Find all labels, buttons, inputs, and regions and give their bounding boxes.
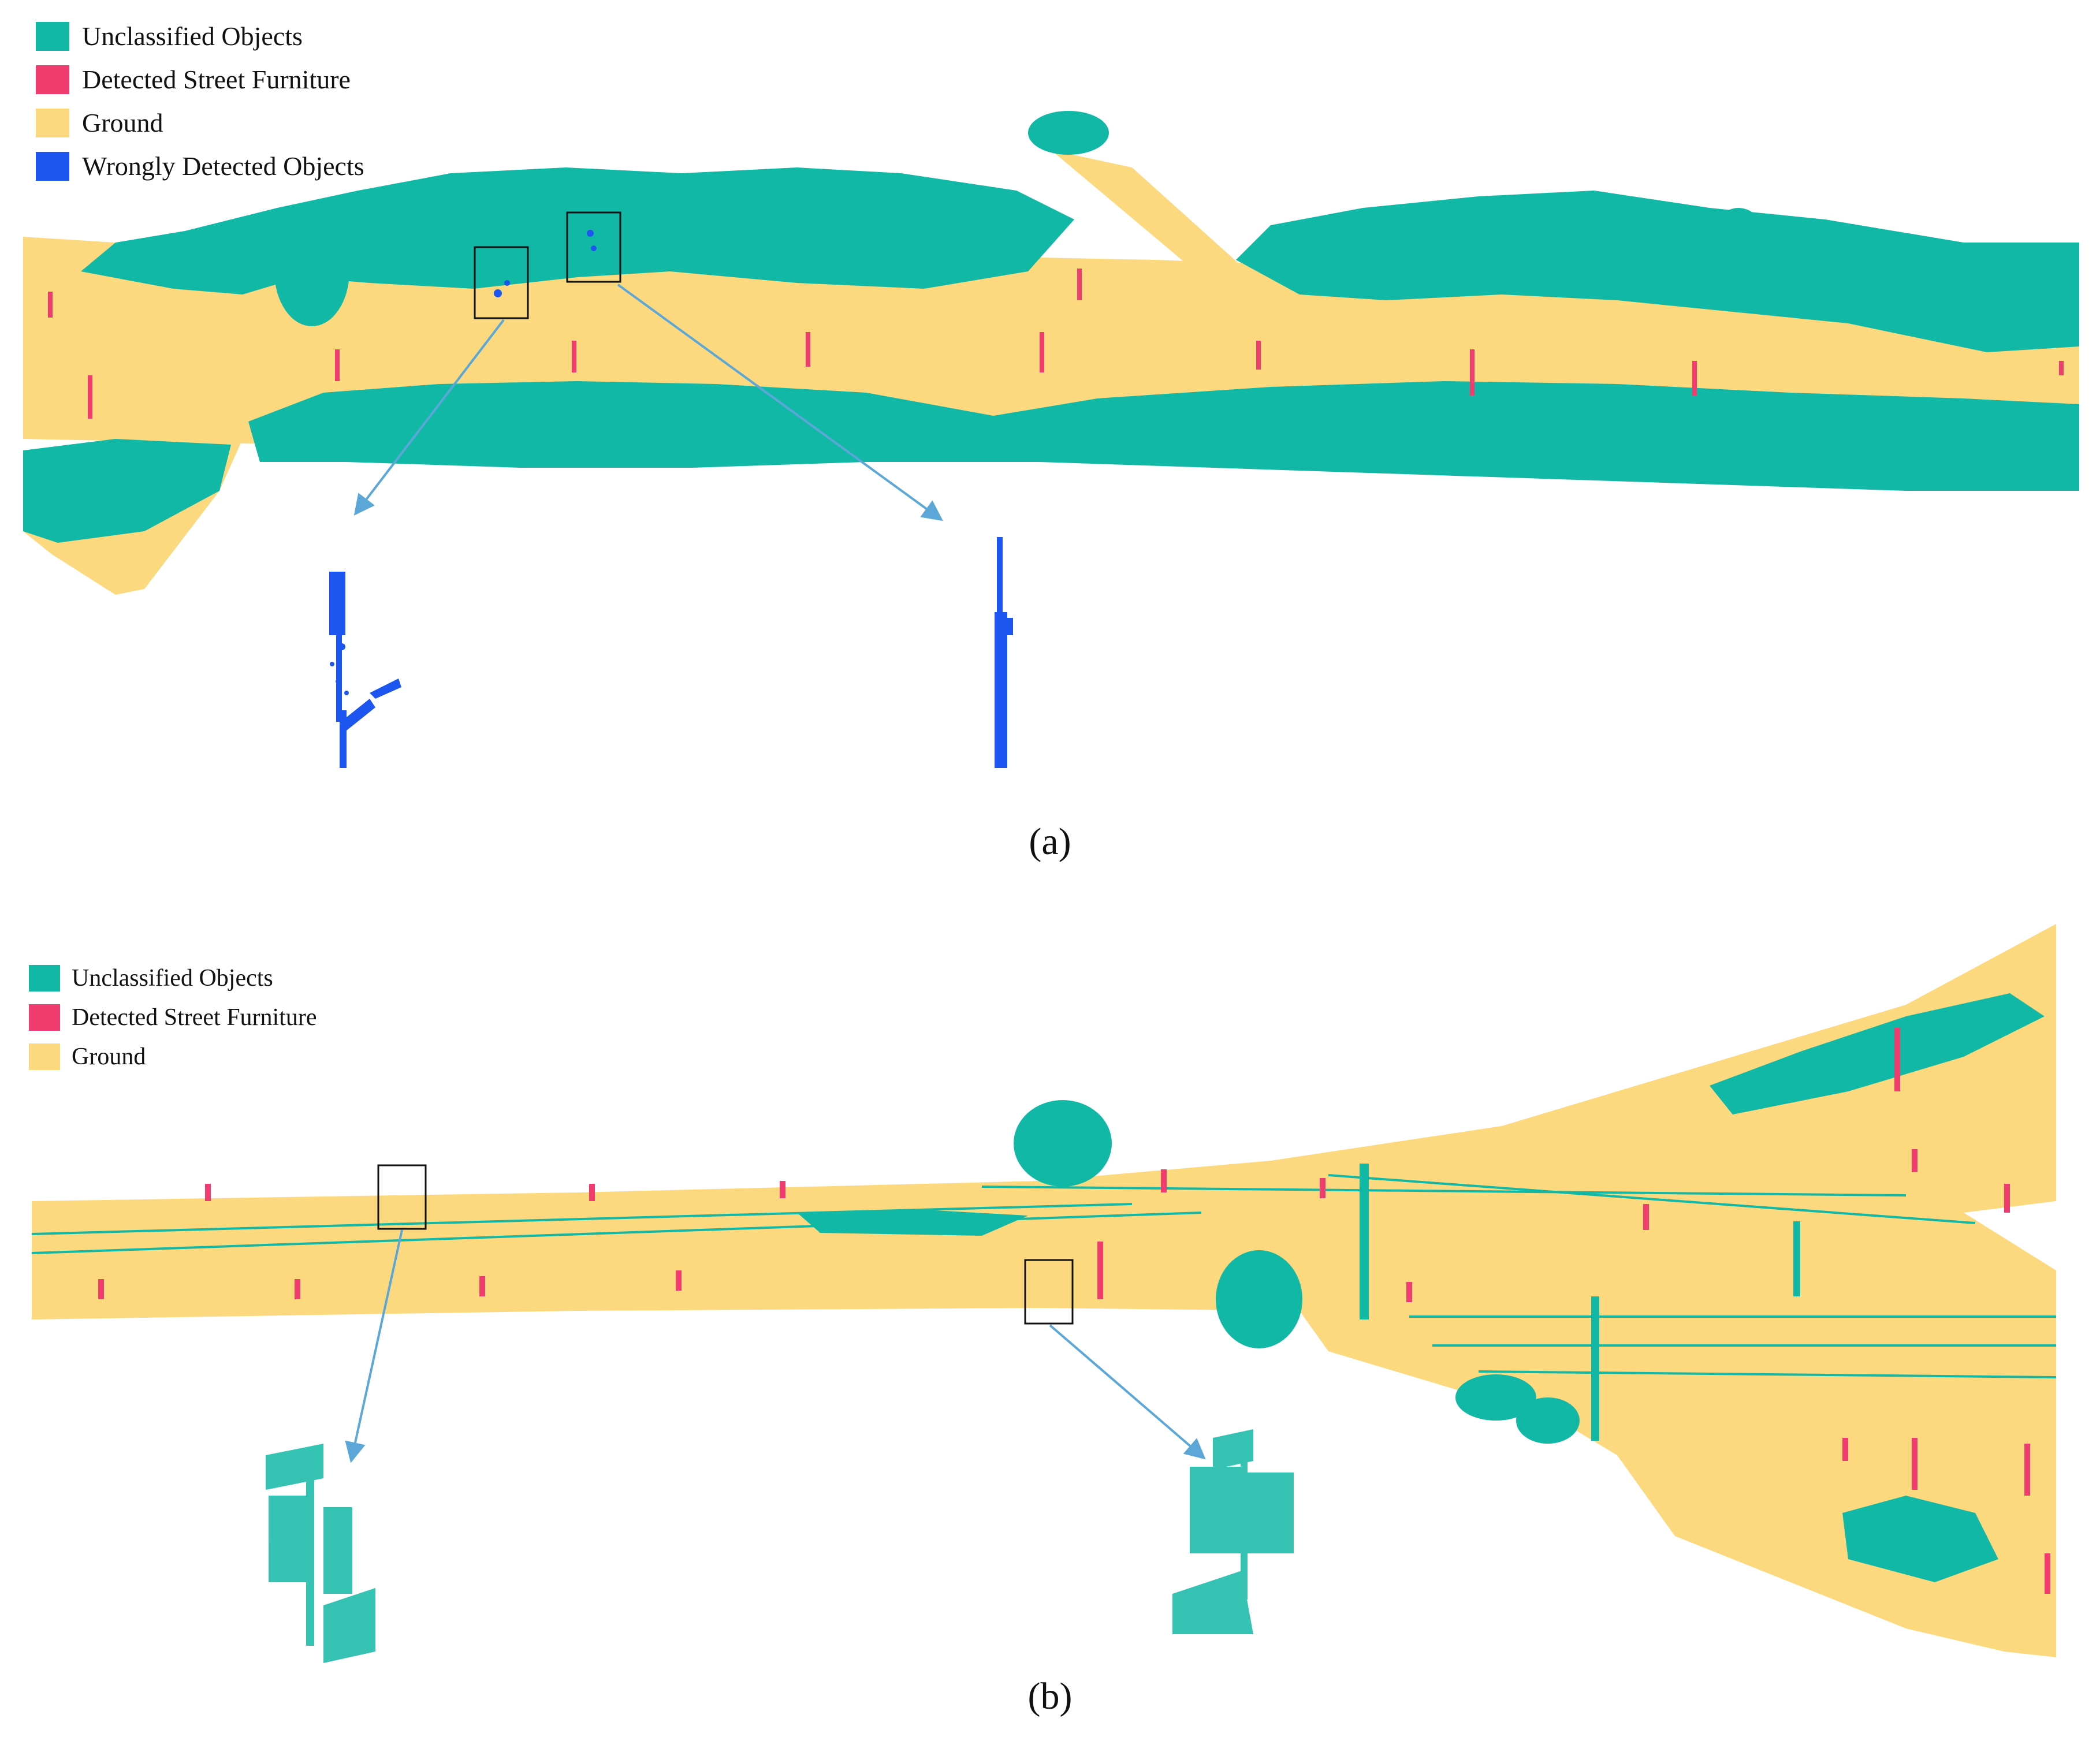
panel-b-arrow-1 — [345, 1229, 403, 1463]
panel-a-lower-vegetation — [23, 381, 2079, 543]
panel-b-zoom-object-2 — [1172, 1429, 1294, 1634]
panel-b-scene — [31, 924, 2057, 1663]
panel-a-ground-side-road — [1051, 150, 1248, 271]
panel-b-highlight-box-2 — [1024, 1259, 1074, 1325]
panel-b-towers — [1360, 1164, 1800, 1441]
legend-item: Unclassified Objects — [36, 14, 364, 58]
panel-a-arrow-1 — [353, 319, 505, 516]
panel-a-wrong-detections — [494, 230, 597, 297]
legend-label: Unclassified Objects — [72, 965, 273, 991]
legend-label: Ground — [82, 108, 163, 137]
panel-b-arrow-2 — [1049, 1324, 1206, 1460]
panel-b-zoom-object-1 — [266, 1444, 375, 1663]
legend-item: Unclassified Objects — [29, 959, 317, 998]
panel-a-highlight-box-2 — [566, 211, 621, 283]
legend-label: Wrongly Detected Objects — [82, 151, 364, 181]
legend-item: Detected Street Furniture — [29, 998, 317, 1037]
panel-b-legend: Unclassified Objects Detected Street Fur… — [29, 959, 317, 1076]
legend-swatch-ground — [29, 1043, 60, 1070]
legend-swatch-ground — [36, 108, 69, 137]
legend-item: Ground — [29, 1037, 317, 1076]
legend-item: Wrongly Detected Objects — [36, 144, 364, 188]
panel-a-scene — [23, 111, 2079, 768]
panel-a-highlight-box-1 — [474, 246, 529, 319]
legend-swatch-street-furniture — [36, 65, 69, 94]
panel-b-ground-fan — [1271, 924, 2056, 1657]
panel-a-caption: (a) — [1029, 821, 1071, 863]
panel-a-zoom-object-2 — [995, 537, 1013, 768]
panel-b-wires — [31, 1174, 2057, 1378]
legend-swatch-unclassified — [36, 21, 69, 51]
panel-a-arrow-2 — [617, 284, 943, 521]
legend-label: Ground — [72, 1043, 146, 1070]
panel-b-highlight-box-1 — [377, 1164, 427, 1230]
legend-label: Detected Street Furniture — [72, 1004, 317, 1031]
panel-a-street-furniture — [48, 269, 2064, 419]
panel-b-street-furniture — [98, 1028, 2050, 1594]
panel-b-caption: (b) — [1027, 1675, 1073, 1717]
panel-b-vegetation — [797, 993, 2045, 1582]
legend-swatch-street-furniture — [29, 1004, 60, 1031]
panel-b-ground-road — [32, 1161, 1300, 1319]
legend-item: Detected Street Furniture — [36, 58, 364, 101]
legend-label: Detected Street Furniture — [82, 65, 351, 94]
legend-label: Unclassified Objects — [82, 21, 303, 51]
panel-a-zoom-object-1 — [329, 572, 401, 768]
panel-a-legend: Unclassified Objects Detected Street Fur… — [36, 14, 364, 188]
panel-a-upper-vegetation — [81, 111, 2079, 352]
legend-swatch-wrongly-detected — [36, 151, 69, 181]
legend-item: Ground — [36, 101, 364, 144]
legend-swatch-unclassified — [29, 965, 60, 991]
